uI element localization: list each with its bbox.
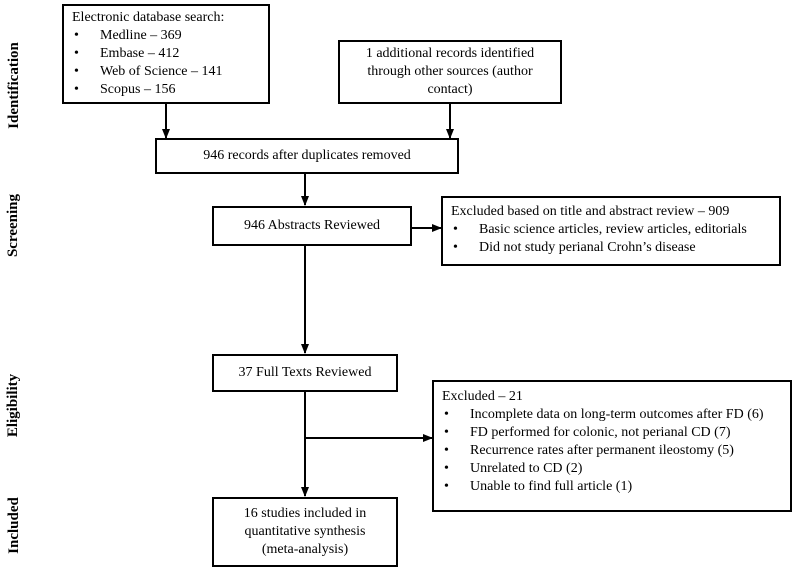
excluded-fulltext-item: Recurrence rates after permanent ileosto… bbox=[442, 442, 782, 460]
included-line2: quantitative synthesis bbox=[244, 524, 366, 539]
duplicates-removed-box: 946 records after duplicates removed bbox=[155, 138, 459, 174]
full-texts-reviewed-box: 37 Full Texts Reviewed bbox=[212, 354, 398, 392]
excluded-fulltext-item: FD performed for colonic, not perianal C… bbox=[442, 424, 782, 442]
other-sources-box: 1 additional records identified through … bbox=[338, 40, 562, 104]
excluded-fulltext-box: Excluded – 21 Incomplete data on long-te… bbox=[432, 380, 792, 512]
excluded-abstract-item: Basic science articles, review articles,… bbox=[451, 221, 771, 239]
database-item-web-of-science: Web of Science – 141 bbox=[72, 63, 260, 81]
other-sources-line3: contact) bbox=[427, 82, 473, 97]
database-item-scopus: Scopus – 156 bbox=[72, 81, 260, 99]
excluded-abstract-box: Excluded based on title and abstract rev… bbox=[441, 196, 781, 266]
database-search-box: Electronic database search: Medline – 36… bbox=[62, 4, 270, 104]
included-line1: 16 studies included in bbox=[243, 506, 367, 521]
excluded-abstract-item: Did not study perianal Crohn’s disease bbox=[451, 239, 771, 257]
database-search-heading: Electronic database search: bbox=[72, 10, 225, 25]
duplicates-removed-text: 946 records after duplicates removed bbox=[203, 148, 411, 163]
abstracts-reviewed-box: 946 Abstracts Reviewed bbox=[212, 206, 412, 246]
excluded-abstract-heading: Excluded based on title and abstract rev… bbox=[451, 204, 730, 219]
excluded-fulltext-item: Incomplete data on long-term outcomes af… bbox=[442, 406, 782, 424]
full-texts-reviewed-text: 37 Full Texts Reviewed bbox=[238, 365, 372, 380]
other-sources-line1: 1 additional records identified bbox=[365, 46, 535, 61]
database-item-medline: Medline – 369 bbox=[72, 27, 260, 45]
excluded-fulltext-item: Unable to find full article (1) bbox=[442, 478, 782, 496]
excluded-abstract-list: Basic science articles, review articles,… bbox=[451, 221, 771, 257]
excluded-fulltext-item: Unrelated to CD (2) bbox=[442, 460, 782, 478]
database-item-embase: Embase – 412 bbox=[72, 45, 260, 63]
database-list: Medline – 369 Embase – 412 Web of Scienc… bbox=[72, 27, 260, 99]
included-line3: (meta-analysis) bbox=[261, 542, 349, 557]
other-sources-line2: through other sources (author bbox=[367, 64, 533, 79]
included-studies-box: 16 studies included in quantitative synt… bbox=[212, 497, 398, 567]
abstracts-reviewed-text: 946 Abstracts Reviewed bbox=[243, 218, 381, 233]
excluded-fulltext-list: Incomplete data on long-term outcomes af… bbox=[442, 406, 782, 496]
excluded-fulltext-heading: Excluded – 21 bbox=[442, 389, 523, 404]
